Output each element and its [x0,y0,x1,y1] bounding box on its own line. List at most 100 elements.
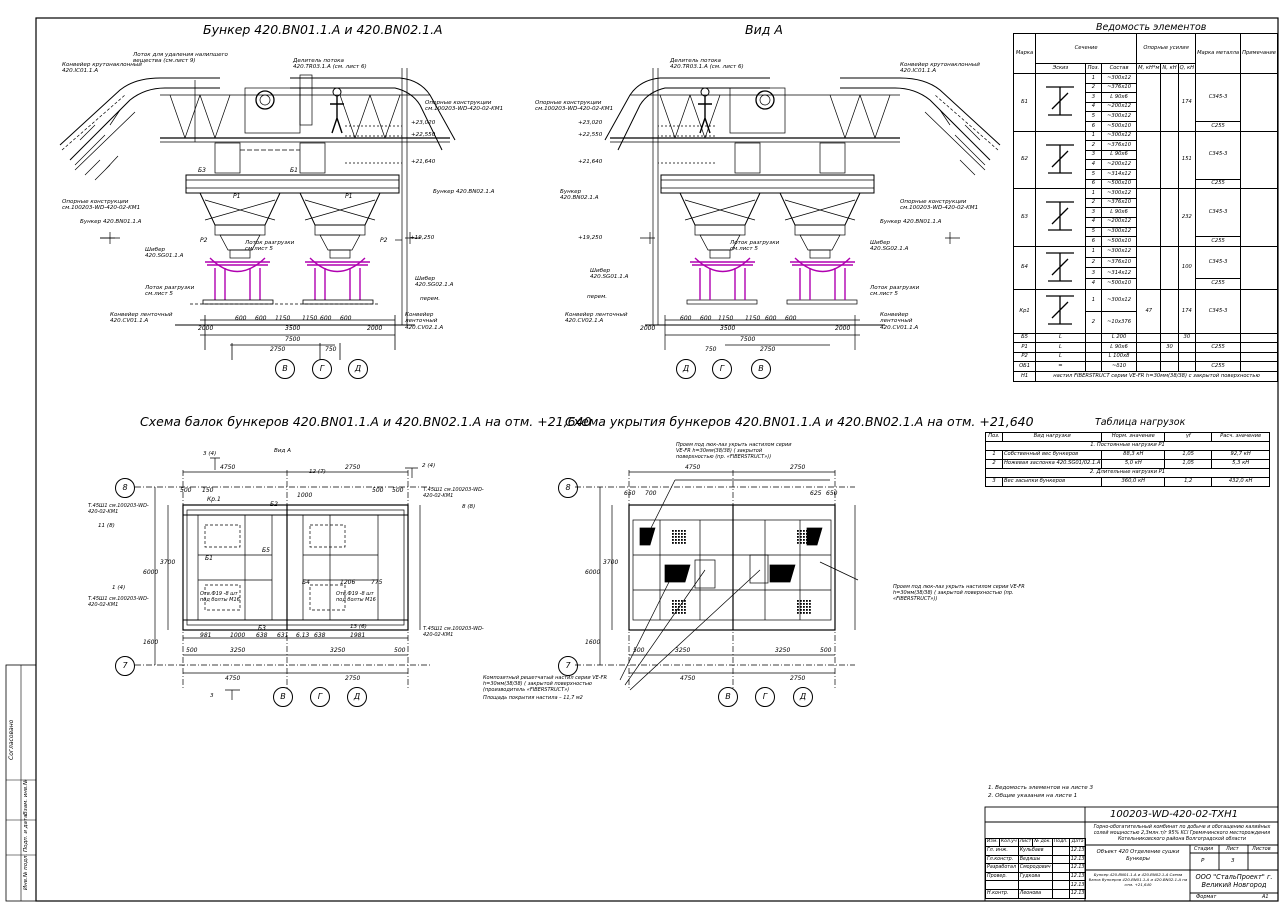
label-support-structures: Опорные конструкции см.100203-WD-420-02-… [62,199,141,212]
stage-value: Р [1201,858,1205,864]
element-composition: L 200 [1100,332,1138,344]
element-m [1136,361,1162,372]
element-sketch [1035,73,1086,132]
element-pos [1084,351,1103,363]
grating-cell [797,536,799,538]
grating-cell [806,606,808,608]
grating-cell [806,539,808,541]
element-pos: 4 [1084,278,1103,291]
loads-section-title: 1. Постоянные нагрузки Р1 [985,441,1270,451]
grating-cell [797,539,799,541]
element-pos: 6 [1084,178,1103,190]
grating-cell [800,542,802,544]
element-composition: ~500х10 [1100,178,1138,190]
grating-cell [809,609,811,611]
dim-3250: 3250 [230,647,246,654]
dim-600: 600 [255,315,267,322]
element-composition: ~376х10 [1100,256,1138,269]
element-composition: ~300х12 [1100,73,1138,84]
signer-row: 12.13 [985,880,1087,890]
left-conveyor-frames [190,299,396,360]
grating-cell [675,533,677,535]
grating-cell [678,533,680,535]
grating-cell [684,542,686,544]
col-steel: Марка металла [1195,33,1242,74]
dim-750: 750 [705,346,717,353]
col-forces: Опорные усилия [1136,33,1197,64]
grating-cell [803,530,805,532]
loads-col-norm: Норм. значение [1101,432,1166,442]
grating-cell [675,539,677,541]
label-flow-divider: Делитель потока 420.TR03.1.A (см. лист 6… [670,58,744,71]
element-pos: 5 [1084,226,1103,238]
dim-7500: 7500 [740,336,756,343]
loads-col-pos: Поз. [985,432,1003,442]
element-n [1160,332,1179,344]
element-sketch [1035,245,1086,291]
grating-cell [797,603,799,605]
element-pos [1084,332,1103,344]
element-q: 100 [1177,245,1197,291]
title-right-view: Вид А [745,22,783,37]
element-pos: 2 [1084,310,1103,334]
signer-role: Провер. [985,871,1019,882]
element-composition: L 90х6 [1100,149,1138,161]
dim-3250: 3250 [775,647,791,654]
label-holes: Отв.Ф19 -8 шт под болты М16 [336,591,376,603]
label-view-a: Вид А [274,448,291,454]
label-incline-conveyor: Конвейер крутонаклонный 420.IC01.1.A [62,62,142,75]
label-hopper-1: Бункер 420.BN01.1.A [80,219,142,225]
mark-b5: Б5 [262,547,270,554]
dim-2750: 2750 [790,464,806,471]
mark-b1: Б1 [205,555,213,562]
title-beams-scheme: Схема балок бункеров 420.BN01.1.A и 420.… [140,414,592,429]
dim-1600: 1600 [143,639,159,646]
element-m [1136,130,1162,190]
label-support-structures: Опорные конструкции см.100203-WD-420-02-… [535,100,614,113]
grating-cell [797,533,799,535]
label-hatch-opening: Проем под люк-лаз укрыть настилом серии … [676,442,792,460]
grating-cell [803,533,805,535]
element-n [1160,73,1179,132]
dim-600: 600 [680,315,692,322]
label-hopper-2: Бункер 420.BN02.1.A [433,189,495,195]
grating-cell [675,600,677,602]
grating-cell [681,539,683,541]
section-13-6: 13 (6) [350,624,367,630]
cover-grid-patterns [672,530,811,614]
element-note [1240,289,1278,334]
element-steel: С255 [1195,120,1242,132]
object-name: Объект 420 Отделение сушки Бункеры [1096,849,1180,862]
element-note [1240,130,1278,190]
element-note [1240,245,1278,291]
signer-role [985,880,1019,890]
loads-col-gamma: γf [1164,432,1213,442]
element-mark: Кр1 [1012,289,1037,334]
section-3-4: 3 (4) [203,451,217,457]
grating-cell [678,612,680,614]
element-pos: 2 [1084,256,1103,269]
label-support-structures: Опорные конструкции см.100203-WD-420-02-… [425,100,504,113]
dim-1000: 1000 [297,492,313,499]
label-beam-ref: Т.45Ш1 см.100203-WD-420-02-KM1 [423,487,484,499]
grating-cell [806,533,808,535]
grating-cell [809,542,811,544]
element-steel: С255 [1195,278,1242,291]
dim-6.13: 6.13 [296,632,310,639]
signers-col-head: Подп. [1051,838,1070,847]
dim-1150: 1150 [275,315,291,322]
grating-cell [800,536,802,538]
label-hopper-2: Бункер 420.BN02.1.A [560,189,599,202]
dim-500: 500 [394,647,406,654]
axis-bubble-d: Д [676,359,696,379]
grating-cell [678,542,680,544]
grating-cell [678,606,680,608]
grating-cell [681,533,683,535]
grating-cell [681,612,683,614]
